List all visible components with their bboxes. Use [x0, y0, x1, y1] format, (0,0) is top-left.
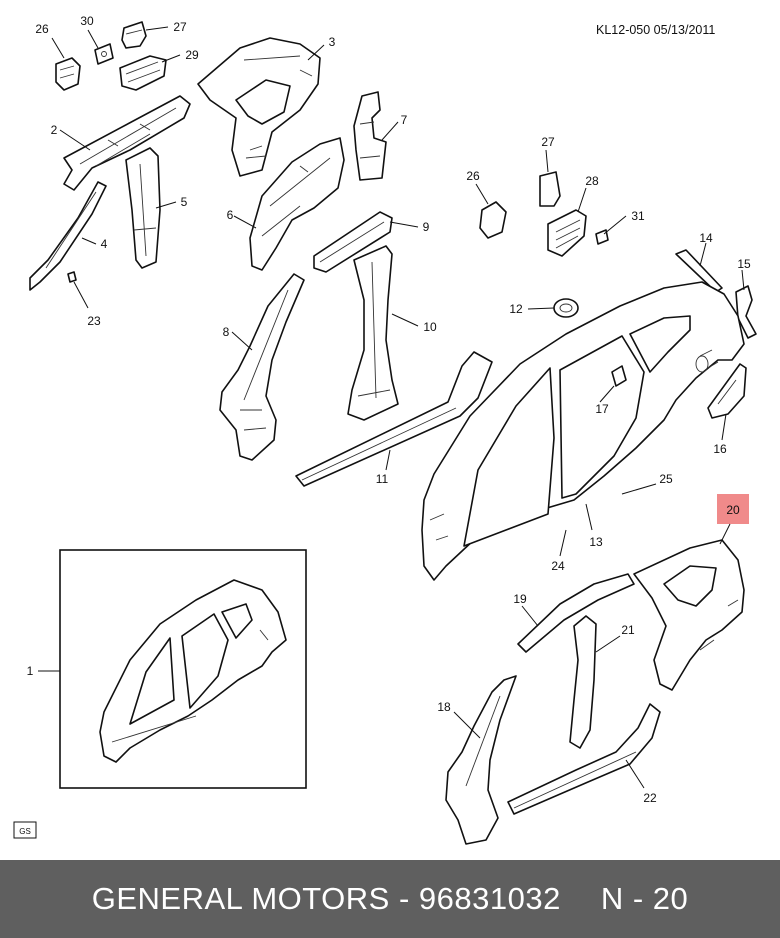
callout-25: 25 — [659, 472, 673, 486]
part-28-panel — [547, 209, 587, 257]
callout-7: 7 — [401, 113, 408, 127]
callout-14: 14 — [699, 231, 713, 245]
callout-16: 16 — [713, 442, 727, 456]
callout-1: 1 — [27, 664, 34, 678]
part-2-roof-rail — [63, 95, 191, 191]
callout-18: 18 — [437, 700, 451, 714]
part-5-b-pillar-reinforcement — [125, 147, 161, 269]
callout-15: 15 — [737, 257, 751, 271]
part-4-a-pillar — [29, 181, 107, 291]
part-21-b-pillar-outer — [569, 615, 597, 749]
callout-28: 28 — [585, 174, 599, 188]
part-8-a-pillar-lower — [219, 273, 305, 461]
part-23-clip — [67, 271, 77, 283]
part-13-body-side-outer — [421, 281, 745, 581]
part-26-bracket-right — [479, 201, 507, 239]
part-3-quarter-inner — [197, 37, 321, 177]
part-20-quarter-panel — [633, 539, 745, 691]
footer-bar: GENERAL MOTORS - 96831032 N - 20 — [0, 860, 780, 938]
gs-tag-box — [13, 821, 37, 839]
callout-6: 6 — [227, 208, 234, 222]
callout-12: 12 — [509, 302, 523, 316]
callout-23: 23 — [87, 314, 101, 328]
part-19-roof-rail — [517, 573, 635, 653]
callout-2: 2 — [51, 123, 58, 137]
part-17-bracket — [611, 365, 627, 387]
part-11-rocker-panel — [295, 351, 493, 487]
callout-19: 19 — [513, 592, 527, 606]
part-1-body-side-assembly — [99, 579, 287, 763]
part-10-b-pillar-inner — [347, 245, 399, 421]
callout-4: 4 — [101, 237, 108, 251]
callout-5: 5 — [181, 195, 188, 209]
part-12-fuel-housing — [553, 298, 579, 318]
footer-brand: GENERAL MOTORS — [91, 881, 390, 916]
part-27-bracket-right — [539, 171, 561, 207]
part-9-roof-rail-rear — [313, 211, 393, 273]
callout-11: 11 — [376, 472, 389, 486]
callout-20: 20 — [726, 503, 740, 517]
callout-21: 21 — [621, 623, 635, 637]
callout-27-right: 27 — [541, 135, 555, 149]
footer-part-number: 96831032 — [418, 881, 561, 916]
callout-30: 30 — [80, 14, 94, 28]
gs-tag-label: GS — [19, 827, 31, 836]
footer-separator: - — [398, 881, 410, 916]
callout-labels: 26 30 27 29 3 2 7 5 6 4 9 23 8 10 11 12 … — [27, 14, 751, 805]
callout-17: 17 — [595, 402, 609, 416]
callout-22: 22 — [643, 791, 657, 805]
callout-24: 24 — [551, 559, 565, 573]
leader-lines — [38, 26, 745, 789]
callout-31: 31 — [631, 209, 645, 223]
callout-9: 9 — [423, 220, 430, 234]
callout-8: 8 — [223, 325, 230, 339]
callout-13: 13 — [589, 535, 603, 549]
callout-10: 10 — [423, 320, 437, 334]
part-14-bracket — [675, 249, 723, 293]
highlight-box-20 — [717, 494, 749, 524]
part-30-plate — [94, 43, 114, 65]
part-7-bracket — [353, 91, 387, 181]
part-27-bracket — [121, 21, 147, 49]
part-22-rocker-outer — [507, 703, 661, 815]
part-18-a-pillar-outer — [445, 675, 517, 845]
parts-diagram: KL12-050 05/13/2011 — [13, 14, 757, 845]
part-16-panel — [707, 363, 747, 419]
callout-29: 29 — [185, 48, 199, 62]
part-29-reinforcement — [119, 55, 167, 91]
callout-26-left: 26 — [35, 22, 49, 36]
footer-ref: N - 20 — [600, 881, 689, 916]
part-26-bracket — [55, 57, 81, 91]
doc-reference: KL12-050 05/13/2011 — [596, 23, 715, 37]
callout-26-right: 26 — [466, 169, 480, 183]
part-6-wheelhouse — [249, 137, 345, 271]
callout-3: 3 — [329, 35, 336, 49]
callout-27-top: 27 — [173, 20, 187, 34]
